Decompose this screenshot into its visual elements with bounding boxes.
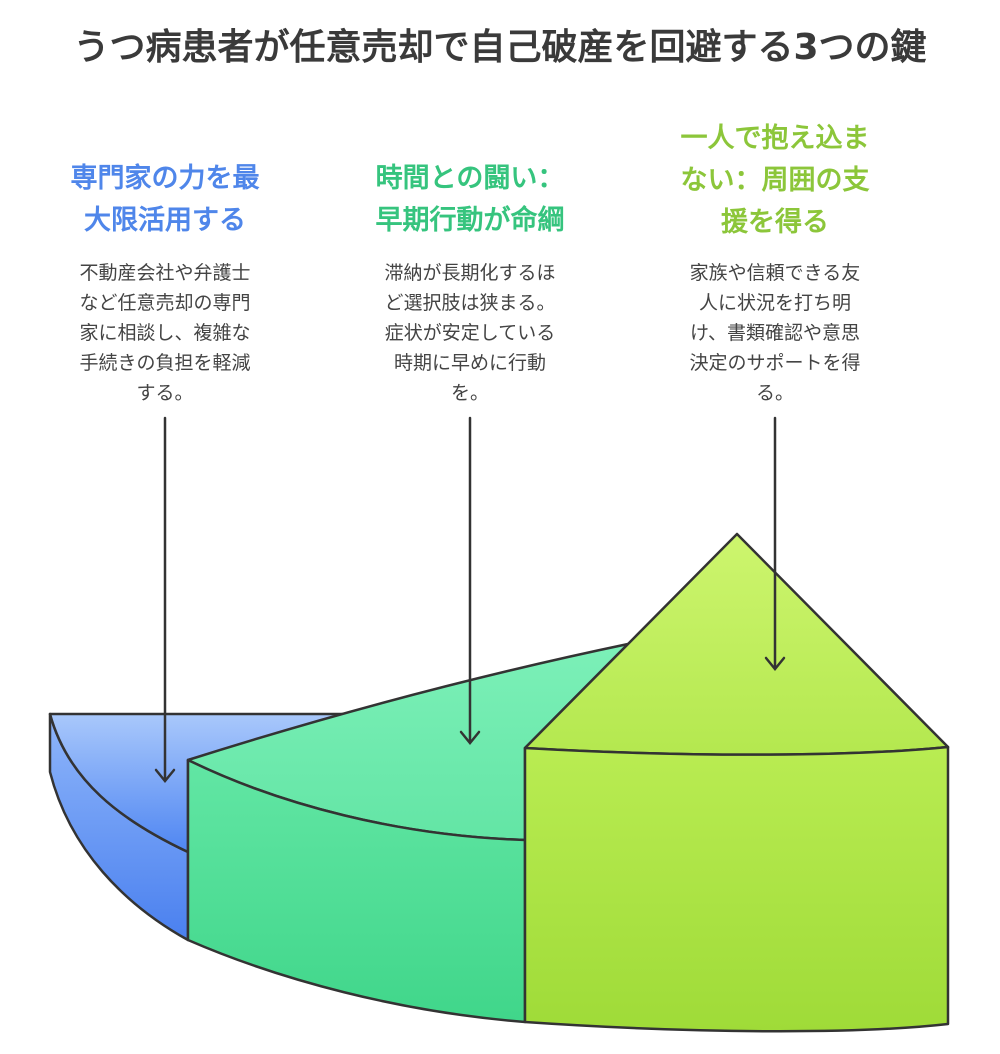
description-line: 決定のサポートを得 (689, 352, 861, 374)
arrow-expert (154, 416, 176, 783)
green-slice-side (523, 745, 950, 1033)
section-description-support: 家族や信頼できる友 人に状況を打ち明 け、書類確認や意思 決定のサポートを得 る… (689, 258, 860, 408)
heading-line: 一人で抱え込ま (680, 123, 870, 154)
description-line: 人に状況を打ち明 (698, 292, 852, 314)
teal-slice (186, 642, 630, 1024)
description-line: ど選択肢は狭まる。 (384, 292, 556, 314)
page-title: うつ病患者が任意売却で自己破産を回避する3つの鍵 (73, 27, 927, 68)
section-heading-expert: 専門家の力を最 大限活用する (71, 158, 260, 242)
heading-line: 早期行動が命綱 (375, 205, 565, 236)
heading-line: 専門家の力を最 (70, 163, 260, 194)
description-line: 手続きの負担を軽減 (79, 352, 251, 374)
green-slice (523, 532, 950, 1033)
arrow-support (764, 416, 786, 671)
heading-line: 援を得る (721, 207, 829, 238)
description-line: 不動産会社や弁護士 (79, 262, 251, 284)
description-line: け、書類確認や意思 (689, 322, 861, 344)
section-heading-timing: 時間との闘い： 早期行動が命綱 (376, 158, 565, 242)
heading-line: 時間との闘い： (375, 163, 565, 194)
description-line: など任意売却の専門 (79, 292, 251, 314)
section-description-expert: 不動産会社や弁護士 など任意売却の専門 家に相談し、複雑な 手続きの負担を軽減 … (79, 258, 250, 408)
section-description-timing: 滞納が長期化するほ ど選択肢は狭まる。 症状が安定している 時期に早めに行動 を… (384, 258, 555, 408)
arrow-timing (459, 416, 481, 745)
description-line: 家族や信頼できる友 (689, 262, 861, 284)
description-line: 滞納が長期化するほ (384, 262, 556, 284)
heading-line: ない：周囲の支 (680, 165, 870, 196)
heading-line: 大限活用する (84, 205, 246, 236)
section-heading-support: 一人で抱え込ま ない：周囲の支 援を得る (681, 118, 870, 244)
green-slice-top (523, 532, 950, 756)
description-line: を。 (450, 382, 490, 404)
description-line: 症状が安定している (384, 322, 556, 344)
description-line: 家に相談し、複雑な (79, 322, 251, 344)
description-line: する。 (136, 382, 194, 404)
description-line: 時期に早めに行動 (393, 352, 547, 374)
description-line: る。 (755, 382, 795, 404)
